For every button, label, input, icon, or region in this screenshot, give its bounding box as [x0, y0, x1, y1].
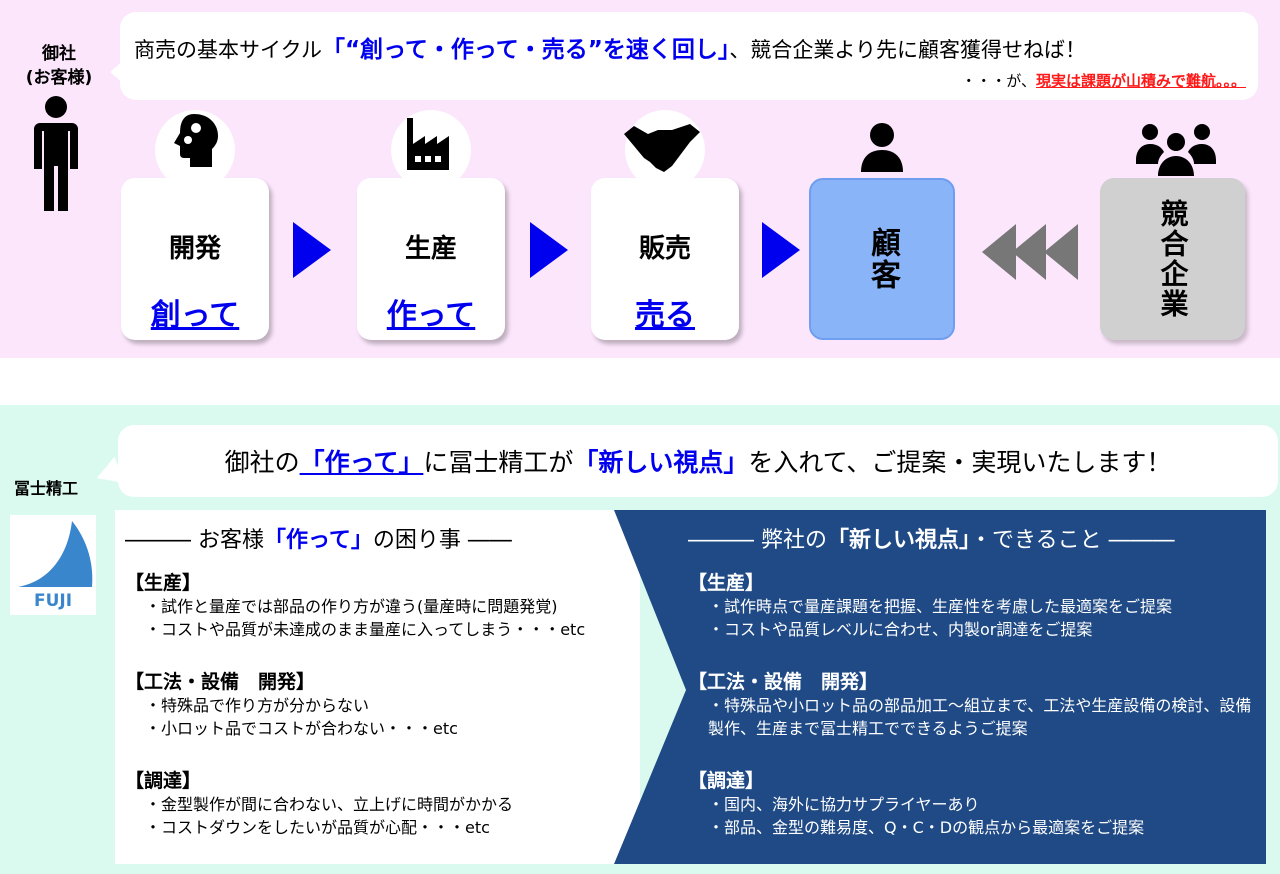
list-item: ・部品、金型の難易度、Q・C・Dの観点から最適案をご提案 — [708, 818, 1145, 837]
title-text: ――― お客様 — [125, 528, 264, 553]
bubble-tail — [110, 60, 124, 84]
subline: ・・・が、現実は課題が山積みで難航。。。 — [961, 70, 1246, 91]
solutions-panel-bg — [614, 510, 1266, 864]
list-item: ・金型製作が間に合わない、立上げに時間がかかる — [145, 795, 514, 814]
list-item: ・試作時点で量産課題を把握、生産性を考慮した最適案をご提案 — [708, 597, 1173, 616]
section-heading: 【工法・設備 開発】 — [688, 671, 879, 693]
headline-text: に冨士精工が — [423, 448, 574, 477]
list-item: ・小ロット品でコストが合わない・・・etc — [145, 719, 458, 738]
section-heading: 【調達】 — [125, 770, 202, 792]
title-emphasis: 「作って」 — [264, 528, 373, 553]
competitor-box: 競合企業 — [1100, 178, 1245, 340]
handshake-icon — [624, 124, 700, 172]
actor-label-line1: 御社 — [42, 44, 76, 64]
person-icon — [34, 96, 78, 211]
section: 【工法・設備 開発】・特殊品で作り方が分からない・小ロット品でコストが合わない・… — [125, 667, 640, 740]
arrow-right-icon — [293, 222, 331, 278]
title-text: ――― 弊社の — [688, 528, 827, 553]
current-state-section: 御社 (お客様) 商売の基本サイクル「“創って・作って・売る”を速く回し」、競合企… — [0, 0, 1280, 358]
panel-title: ――― お客様「作って」の困り事 ―― — [125, 522, 640, 554]
chevron-left-icon — [982, 224, 1016, 280]
customer-label: 顧客 — [865, 227, 900, 291]
arrow-right-icon — [530, 222, 568, 278]
stage-card-production: 生産作って — [357, 178, 505, 340]
section-heading: 【生産】 — [688, 572, 765, 594]
customer-icon — [861, 123, 903, 172]
section-heading: 【生産】 — [125, 572, 202, 594]
stage-card-development: 開発創って — [121, 178, 269, 340]
stage-action: 売る — [635, 298, 695, 333]
title-text: の困り事 ―― — [372, 528, 512, 553]
headline-emphasis: 「作って」 — [299, 448, 424, 477]
subline-warning: 現実は課題が山積みで難航。。。 — [1035, 72, 1246, 90]
list-item: ・特殊品や小ロット品の部品加工～組立まで、工法や生産設備の検討、設備製作、生産ま… — [708, 696, 1252, 738]
stage-action: 作って — [386, 298, 476, 333]
solutions-panel: ――― 弊社の「新しい視点」・できること ――― 【生産】・試作時点で量産課題を… — [680, 510, 1260, 864]
section: 【調達】・国内、海外に協力サプライヤーあり・部品、金型の難易度、Q・C・Dの観点… — [688, 766, 1260, 839]
headline-text-end: 、競合企業より先に顧客獲得せねば！ — [729, 38, 1086, 62]
customer-box: 顧客 — [809, 178, 955, 340]
stage-card-sales: 販売売る — [591, 178, 739, 340]
chevron-left-icon — [1044, 224, 1078, 280]
customer-problems-panel: ――― お客様「作って」の困り事 ―― 【生産】・試作と量産では部品の作り方が違… — [115, 510, 640, 864]
headline-text: 御社の — [224, 448, 300, 477]
section-heading: 【工法・設備 開発】 — [125, 671, 316, 693]
proposal-headline: 御社の「作って」に冨士精工が「新しい視点」を入れて、ご提案・実現いたします！ — [118, 443, 1278, 479]
stage-title: 販売 — [638, 234, 691, 264]
list-item: ・コストや品質レベルに合わせ、内製or調達をご提案 — [708, 620, 1093, 639]
headline-text: 商売の基本サイクル — [134, 38, 322, 62]
headline-emphasis: 「“創って・作って・売る”を速く回し」 — [321, 37, 730, 63]
subline-text: ・・・が、 — [961, 72, 1036, 90]
actor-label-line2: (お客様) — [25, 68, 93, 88]
headline: 商売の基本サイクル「“創って・作って・売る”を速く回し」、競合企業より先に顧客獲… — [134, 30, 1086, 64]
competitor-label: 競合企業 — [1156, 199, 1190, 319]
proposal-section: 御社の「作って」に冨士精工が「新しい視点」を入れて、ご提案・実現いたします！ 冨… — [0, 405, 1280, 874]
solution-sections: 【生産】・試作時点で量産課題を把握、生産性を考慮した最適案をご提案・コストや品質… — [688, 568, 1260, 839]
arrow-right-icon — [762, 222, 800, 278]
actor-label: 御社 (お客様) — [14, 42, 104, 90]
section-heading: 【調達】 — [688, 770, 765, 792]
section: 【調達】・金型製作が間に合わない、立上げに時間がかかる・コストダウンをしたいが品… — [125, 766, 640, 839]
section: 【工法・設備 開発】・特殊品や小ロット品の部品加工～組立まで、工法や生産設備の検… — [688, 667, 1260, 740]
group-icon — [1136, 124, 1216, 176]
company-label: 冨士精工 — [14, 479, 79, 498]
head-gears-icon — [174, 114, 218, 167]
list-item: ・特殊品で作り方が分からない — [145, 696, 370, 715]
chevron-left-icon — [1012, 224, 1046, 280]
stage-title: 生産 — [404, 234, 457, 264]
headline-emphasis: 「新しい視点」 — [573, 448, 749, 477]
logo-text: FUJI — [33, 591, 73, 611]
stage-title: 開発 — [168, 234, 221, 264]
problem-sections: 【生産】・試作と量産では部品の作り方が違う(量産時に問題発覚) ・コストや品質が未… — [125, 568, 640, 839]
headline-text: を入れて、ご提案・実現いたします！ — [748, 448, 1172, 477]
logo-mark-icon — [18, 521, 93, 587]
fuji-logo: FUJI — [10, 515, 96, 615]
list-item: ・コストダウンをしたいが品質が心配・・・etc — [145, 818, 490, 837]
headline-bubble: 商売の基本サイクル「“創って・作って・売る”を速く回し」、競合企業より先に顧客獲… — [120, 12, 1258, 100]
section: 【生産】・試作時点で量産課題を把握、生産性を考慮した最適案をご提案・コストや品質… — [688, 568, 1260, 641]
title-text: ・できること ――― — [970, 528, 1175, 553]
panel-title: ――― 弊社の「新しい視点」・できること ――― — [688, 522, 1260, 554]
list-item: ・コストや品質が未達成のまま量産に入ってしまう・・・etc — [145, 620, 586, 639]
list-item: ・国内、海外に協力サプライヤーあり — [708, 795, 980, 814]
section: 【生産】・試作と量産では部品の作り方が違う(量産時に問題発覚) ・コストや品質が未… — [125, 568, 640, 641]
factory-icon — [407, 118, 449, 170]
title-emphasis: 「新しい視点」 — [827, 528, 971, 553]
proposal-bubble: 御社の「作って」に冨士精工が「新しい視点」を入れて、ご提案・実現いたします！ — [118, 425, 1278, 497]
list-item: ・試作と量産では部品の作り方が違う(量産時に問題発覚) — [145, 597, 558, 616]
stage-action: 創って — [150, 298, 240, 333]
